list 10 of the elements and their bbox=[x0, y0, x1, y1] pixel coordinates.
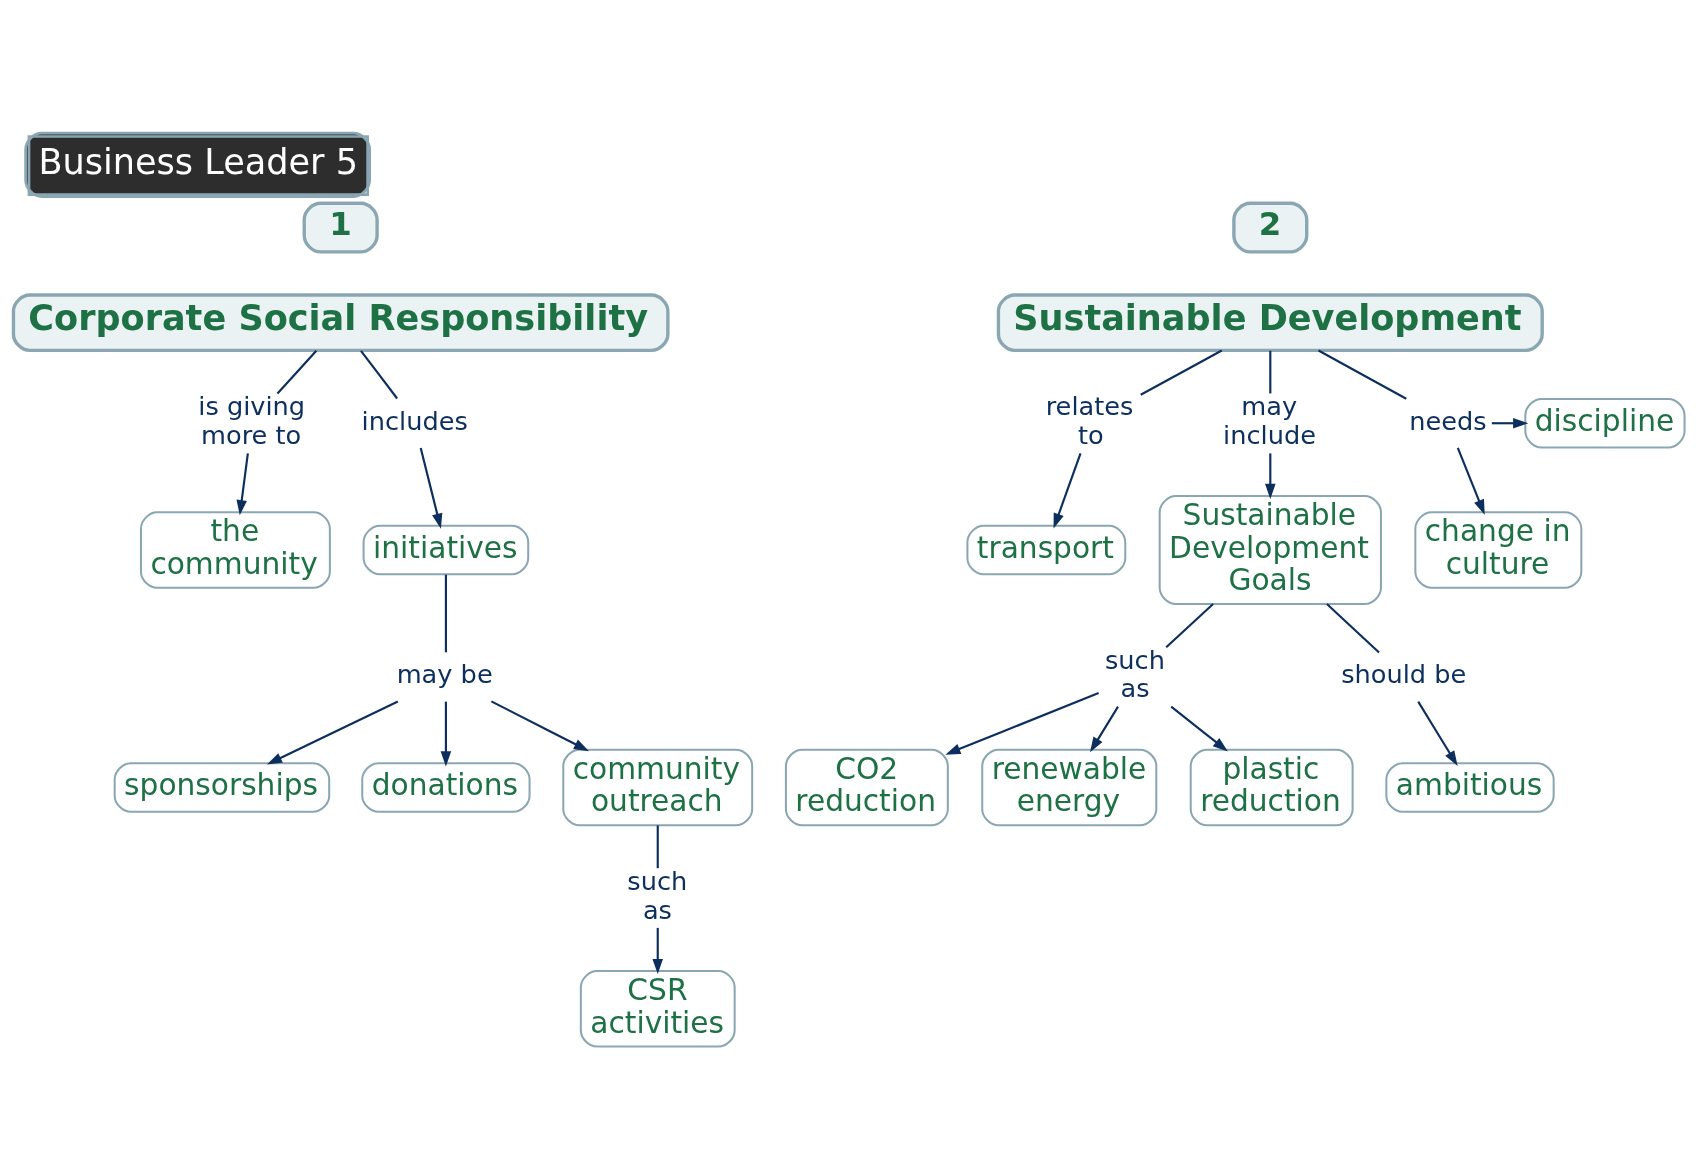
node-text: such as bbox=[1105, 644, 1165, 703]
diagram-title: Business Leader 5 bbox=[38, 140, 358, 182]
node-text: should be bbox=[1341, 658, 1467, 689]
node-text: is giving more to bbox=[198, 390, 306, 450]
node-text: relates to bbox=[1045, 390, 1134, 450]
node-text: such as bbox=[627, 865, 688, 925]
node-text: needs bbox=[1409, 405, 1487, 436]
node-text: includes bbox=[361, 405, 468, 436]
node-text: may include bbox=[1223, 390, 1316, 450]
node-text: may be bbox=[396, 658, 493, 689]
